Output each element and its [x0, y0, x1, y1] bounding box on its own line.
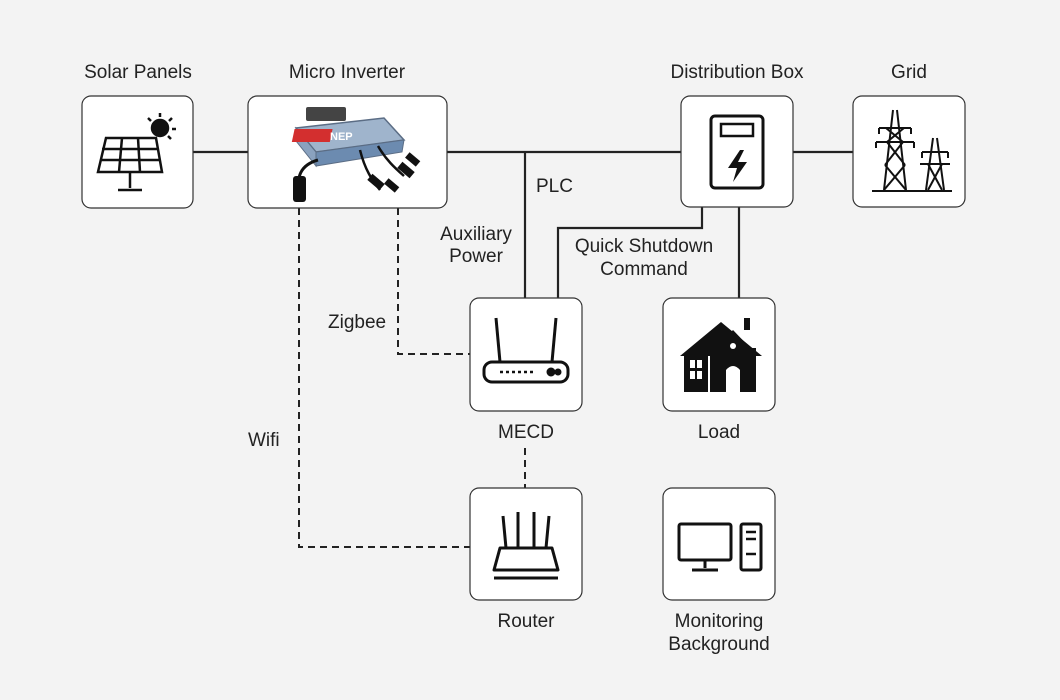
load-label: Load	[698, 422, 740, 443]
solar-panels-node[interactable]: Solar Panels	[81, 62, 194, 209]
zigbee-line	[397, 208, 470, 355]
computer-icon	[677, 522, 763, 572]
solar-panel-icon	[96, 113, 176, 192]
plc-label: PLC	[536, 176, 573, 197]
quick-shutdown-line	[556, 207, 704, 298]
wifi-label: Wifi	[248, 430, 280, 451]
house-icon	[680, 318, 762, 392]
micro-inverter-node[interactable]: Micro Inverter NEP	[247, 62, 448, 209]
monitoring-box	[662, 487, 776, 601]
wifi-line	[298, 208, 470, 548]
micro-inverter-label: Micro Inverter	[289, 62, 406, 83]
distribution-box-label: Distribution Box	[670, 62, 804, 83]
router-label: Router	[497, 611, 555, 632]
solar-panels-label: Solar Panels	[84, 62, 192, 83]
distribution-box-icon	[709, 114, 765, 190]
mecd-node[interactable]: MECD	[469, 297, 583, 443]
auxiliary-power-label-line1: Auxiliary	[440, 224, 512, 245]
connections	[193, 150, 853, 548]
quick-shutdown-label-line1: Quick Shutdown	[575, 236, 713, 257]
quick-shutdown-label-line2: Command	[600, 259, 688, 280]
distribution-box-node[interactable]: Distribution Box	[670, 62, 804, 208]
transmission-tower-icon	[872, 109, 952, 192]
mecd-box	[469, 297, 583, 412]
grid-label: Grid	[891, 62, 927, 83]
zigbee-label: Zigbee	[328, 312, 386, 333]
load-node[interactable]: Load	[662, 297, 776, 443]
monitoring-node[interactable]: Monitoring Background	[662, 487, 776, 655]
grid-node[interactable]: Grid	[852, 62, 966, 208]
wifi-router-icon	[492, 512, 560, 580]
router-node[interactable]: Router	[469, 487, 583, 632]
monitoring-label-line1: Monitoring	[675, 611, 764, 632]
auxiliary-power-label-line2: Power	[449, 246, 504, 267]
micro-inverter-icon: NEP	[291, 107, 421, 202]
router-box	[469, 487, 583, 601]
monitoring-label-line2: Background	[668, 634, 769, 655]
distribution-box-box	[680, 95, 794, 208]
router-device-icon	[482, 317, 570, 384]
svg-text:NEP: NEP	[330, 131, 353, 143]
nep-logo: NEP	[291, 129, 353, 143]
mecd-label: MECD	[498, 422, 554, 443]
